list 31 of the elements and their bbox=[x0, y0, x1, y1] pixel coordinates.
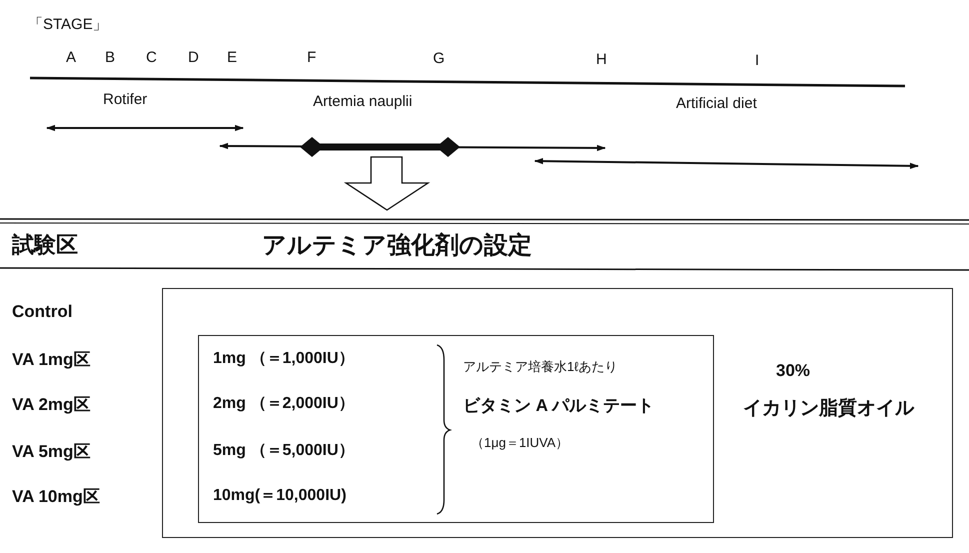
dose-label: 10mg(＝10,000IU) bbox=[213, 488, 346, 504]
stage-label: A bbox=[66, 50, 76, 65]
dose-label: 1mg （＝1,000IU） bbox=[213, 351, 354, 367]
inner-box bbox=[198, 335, 714, 523]
stage-label: I bbox=[755, 53, 760, 68]
stage-label: H bbox=[596, 52, 607, 67]
feed-label: Rotifer bbox=[103, 92, 148, 107]
stage-label: B bbox=[105, 50, 116, 65]
stage-label: D bbox=[188, 50, 199, 65]
feed-label: Artemia nauplii bbox=[313, 94, 412, 109]
stage-label: G bbox=[433, 51, 445, 66]
group-label: VA 2mg区 bbox=[12, 396, 90, 413]
column-header: アルテミア強化剤の設定 bbox=[262, 234, 532, 258]
dose-label: 2mg （＝2,000IU） bbox=[213, 396, 354, 412]
column-header: 試験区 bbox=[12, 234, 78, 256]
oil-label: イカリン脂質オイル bbox=[743, 399, 914, 418]
dose-label: 5mg （＝5,000IU） bbox=[213, 443, 354, 459]
note-text: （1μg＝1IUVA） bbox=[471, 436, 569, 449]
outer-box bbox=[162, 288, 953, 538]
group-label: VA 1mg区 bbox=[12, 351, 90, 368]
note-text: アルテミア培養水1ℓあたり bbox=[463, 360, 618, 373]
axis-title: 「STAGE」 bbox=[28, 17, 108, 32]
feed-label: Artificial diet bbox=[676, 96, 757, 111]
stage-label: C bbox=[146, 50, 157, 65]
group-label: VA 10mg区 bbox=[12, 488, 100, 505]
stage-label: F bbox=[307, 50, 316, 65]
stage-label: E bbox=[227, 50, 238, 65]
group-label: VA 5mg区 bbox=[12, 443, 90, 460]
oil-label: 30% bbox=[776, 362, 810, 379]
group-label: Control bbox=[12, 303, 72, 320]
note-text: ビタミン A パルミテート bbox=[463, 397, 654, 414]
